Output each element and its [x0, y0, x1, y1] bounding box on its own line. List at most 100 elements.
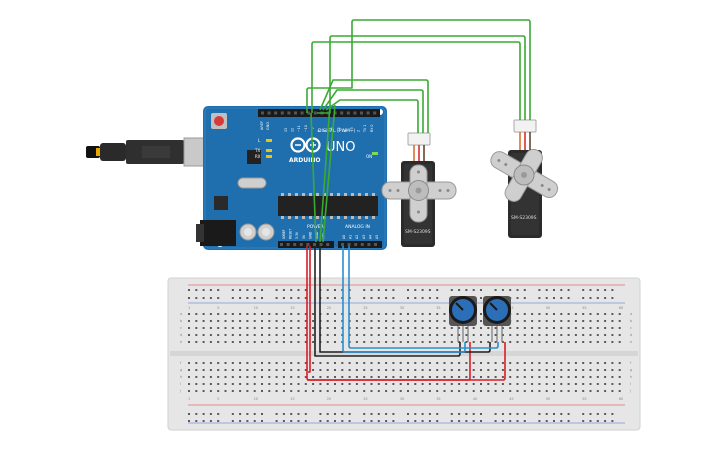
breadboard-hole[interactable] — [582, 390, 585, 392]
breadboard-hole[interactable] — [582, 369, 585, 371]
breadboard-hole[interactable] — [480, 320, 482, 322]
wire-green[interactable] — [319, 79, 429, 133]
breadboard-hole[interactable] — [596, 390, 599, 392]
breadboard-hole[interactable] — [516, 313, 519, 315]
breadboard-hole[interactable] — [436, 383, 439, 385]
breadboard-hole[interactable] — [231, 420, 234, 422]
breadboard-hole[interactable] — [202, 334, 205, 336]
breadboard-hole[interactable] — [611, 297, 614, 299]
breadboard-hole[interactable] — [582, 297, 585, 299]
breadboard-hole[interactable] — [392, 383, 395, 385]
breadboard-hole[interactable] — [202, 327, 205, 329]
breadboard-hole[interactable] — [253, 383, 256, 385]
breadboard-hole[interactable] — [348, 383, 351, 385]
breadboard-hole[interactable] — [589, 297, 592, 299]
breadboard-hole[interactable] — [509, 376, 512, 378]
breadboard-hole[interactable] — [589, 327, 592, 329]
breadboard-hole[interactable] — [282, 334, 285, 336]
breadboard-hole[interactable] — [370, 313, 373, 315]
breadboard-hole[interactable] — [297, 334, 300, 336]
breadboard-hole[interactable] — [304, 341, 307, 343]
breadboard-hole[interactable] — [253, 390, 256, 392]
breadboard-hole[interactable] — [487, 334, 490, 336]
breadboard-hole[interactable] — [436, 390, 439, 392]
breadboard-hole[interactable] — [370, 334, 373, 336]
breadboard-hole[interactable] — [399, 383, 402, 385]
breadboard-hole[interactable] — [545, 362, 548, 364]
breadboard-hole[interactable] — [538, 327, 541, 329]
breadboard-hole[interactable] — [618, 341, 621, 343]
breadboard-hole[interactable] — [436, 313, 439, 315]
breadboard-hole[interactable] — [217, 390, 220, 392]
breadboard-hole[interactable] — [567, 390, 570, 392]
breadboard[interactable]: 1155101015152020252530303535404045455050… — [167, 277, 641, 431]
breadboard-hole[interactable] — [224, 327, 227, 329]
breadboard-hole[interactable] — [275, 327, 278, 329]
breadboard-hole[interactable] — [377, 341, 380, 343]
breadboard-hole[interactable] — [553, 341, 555, 343]
breadboard-hole[interactable] — [355, 313, 358, 315]
breadboard-hole[interactable] — [239, 289, 242, 291]
breadboard-hole[interactable] — [334, 341, 336, 343]
breadboard-hole[interactable] — [326, 327, 329, 329]
breadboard-hole[interactable] — [355, 383, 358, 385]
breadboard-hole[interactable] — [239, 297, 242, 299]
breadboard-hole[interactable] — [538, 390, 541, 392]
breadboard-hole[interactable] — [290, 376, 293, 378]
breadboard-hole[interactable] — [414, 341, 417, 343]
breadboard-hole[interactable] — [202, 362, 205, 364]
breadboard-hole[interactable] — [202, 313, 205, 315]
breadboard-hole[interactable] — [239, 341, 242, 343]
breadboard-hole[interactable] — [370, 413, 373, 415]
breadboard-hole[interactable] — [428, 376, 431, 378]
breadboard-hole[interactable] — [516, 362, 519, 364]
breadboard-hole[interactable] — [202, 320, 205, 322]
breadboard-hole[interactable] — [582, 320, 585, 322]
servo-connector[interactable] — [407, 132, 431, 146]
breadboard-hole[interactable] — [253, 362, 256, 364]
breadboard-hole[interactable] — [341, 420, 344, 422]
breadboard-hole[interactable] — [480, 362, 482, 364]
breadboard-hole[interactable] — [538, 289, 541, 291]
breadboard-hole[interactable] — [472, 383, 475, 385]
breadboard-hole[interactable] — [589, 420, 592, 422]
breadboard-hole[interactable] — [202, 383, 205, 385]
breadboard-hole[interactable] — [480, 413, 482, 415]
breadboard-hole[interactable] — [348, 390, 351, 392]
breadboard-hole[interactable] — [239, 420, 242, 422]
breadboard-hole[interactable] — [246, 383, 249, 385]
breadboard-hole[interactable] — [290, 297, 293, 299]
header-pin[interactable] — [280, 243, 283, 246]
breadboard-hole[interactable] — [414, 313, 417, 315]
breadboard-hole[interactable] — [545, 327, 548, 329]
breadboard-hole[interactable] — [538, 313, 541, 315]
breadboard-hole[interactable] — [290, 313, 293, 315]
breadboard-hole[interactable] — [282, 297, 285, 299]
breadboard-hole[interactable] — [523, 297, 526, 299]
breadboard-hole[interactable] — [407, 320, 409, 322]
breadboard-hole[interactable] — [480, 383, 482, 385]
breadboard-hole[interactable] — [363, 297, 366, 299]
breadboard-hole[interactable] — [574, 313, 577, 315]
breadboard-hole[interactable] — [516, 369, 519, 371]
breadboard-hole[interactable] — [421, 390, 424, 392]
breadboard-hole[interactable] — [355, 369, 358, 371]
breadboard-hole[interactable] — [458, 334, 461, 336]
breadboard-hole[interactable] — [436, 420, 439, 422]
breadboard-hole[interactable] — [531, 362, 534, 364]
breadboard-hole[interactable] — [501, 289, 504, 291]
breadboard-hole[interactable] — [304, 327, 307, 329]
breadboard-hole[interactable] — [370, 376, 373, 378]
breadboard-hole[interactable] — [188, 362, 190, 364]
breadboard-hole[interactable] — [596, 413, 599, 415]
breadboard-hole[interactable] — [574, 376, 577, 378]
breadboard-hole[interactable] — [304, 369, 307, 371]
breadboard-hole[interactable] — [188, 341, 190, 343]
breadboard-hole[interactable] — [334, 376, 336, 378]
breadboard-hole[interactable] — [392, 327, 395, 329]
breadboard-hole[interactable] — [494, 383, 497, 385]
breadboard-hole[interactable] — [275, 320, 278, 322]
breadboard-hole[interactable] — [224, 313, 227, 315]
breadboard-hole[interactable] — [195, 320, 198, 322]
breadboard-hole[interactable] — [275, 313, 278, 315]
